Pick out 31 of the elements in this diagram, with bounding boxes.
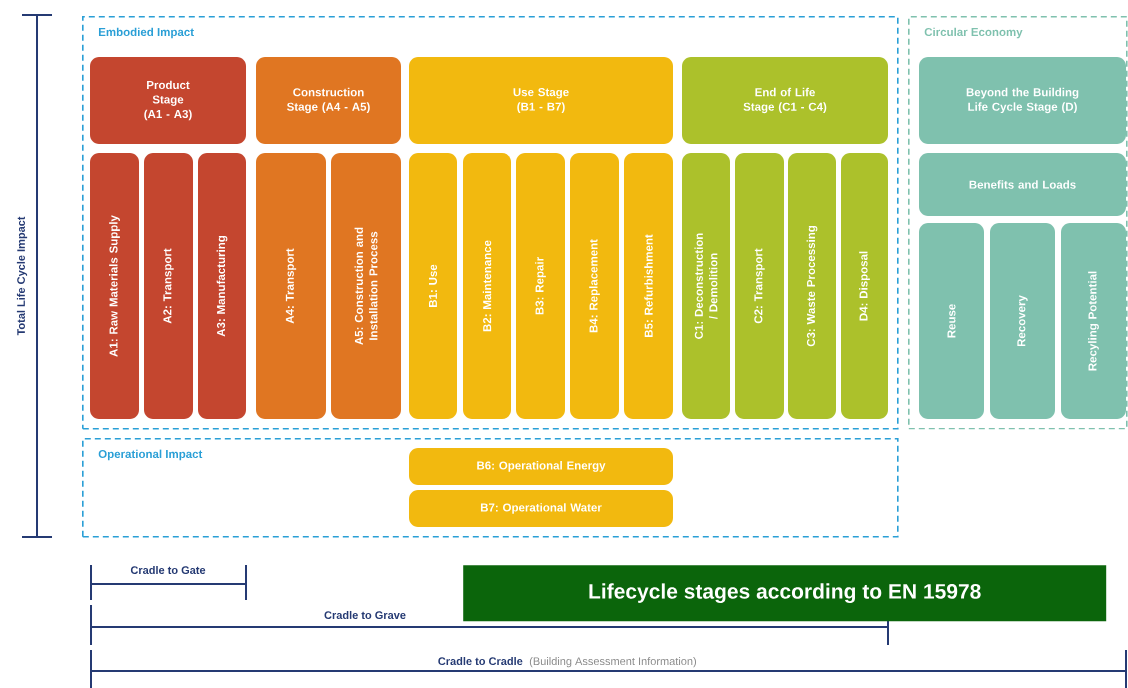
module-bar: D4: Disposal [841,153,888,419]
module-bar: B1: Use [409,153,457,419]
module-bar: B5: Refurbishment [624,153,673,419]
module-bar: A5: Construction and Installation Process [331,153,401,419]
module-bar: C3: Waste Processing [788,153,836,419]
range-note: (Building Assessment Information) [529,657,696,668]
stage-box: B7: Operational Water [409,490,673,527]
axis-label: Total Life Cycle Impact [16,216,28,336]
module-bar: B2: Maintenance [463,153,511,419]
module-bar: A3: Manufacturing [198,153,246,419]
module-bar: B4: Replacement [570,153,619,419]
module-bar: A2: Transport [144,153,193,419]
stage-box: B6: Operational Energy [409,448,673,485]
stage-box: Beyond the Building Life Cycle Stage (D) [919,57,1126,144]
stage-box: Product Stage (A1 - A3) [90,57,246,144]
stage-box: Construction Stage (A4 - A5) [256,57,401,144]
module-bar: A1: Raw Materials Supply [90,153,139,419]
module-bar: A4: Transport [256,153,326,419]
module-bar: C2: Transport [735,153,784,419]
title-banner: Lifecycle stages according to EN 15978 [463,565,1107,622]
range-label: Cradle to Grave [324,610,406,620]
module-bar: Recovery [990,223,1055,419]
stage-box: Use Stage (B1 - B7) [409,57,673,144]
stage-box: Benefits and Loads [919,153,1126,216]
range-label: Cradle to Gate [130,565,206,575]
stage-box: End of Life Stage (C1 - C4) [682,57,888,144]
module-bar: Reuse [919,223,984,419]
module-bar: B3: Repair [516,153,565,419]
module-bar: C1: Deconstruction / Demolition [682,153,730,419]
module-bar: Recyling Potential [1061,223,1126,419]
range-label: Cradle to Cradle [438,657,523,666]
